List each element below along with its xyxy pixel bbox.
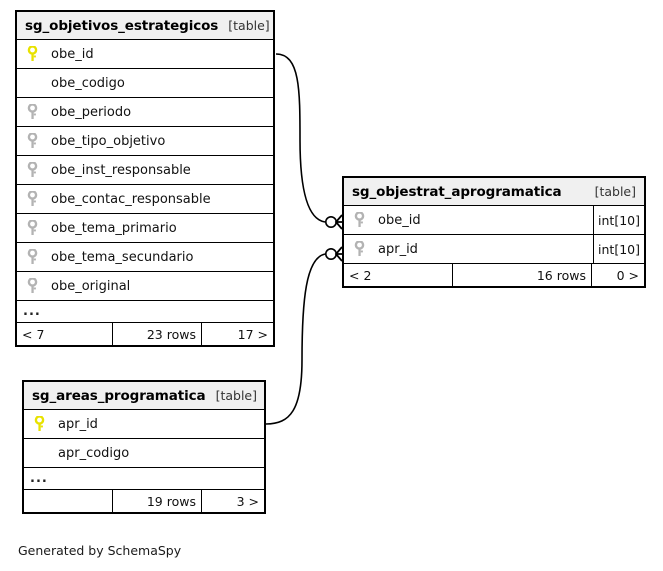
table-kind-label: [table]: [594, 184, 636, 199]
footer-prev-count[interactable]: < 7: [22, 326, 45, 342]
footer-prev-count[interactable]: < 2: [349, 267, 372, 283]
table-header: sg_areas_programatica [table]: [24, 382, 264, 410]
footer-prev-count[interactable]: [24, 490, 112, 512]
foreign-key-icon: [17, 104, 47, 120]
table-row[interactable]: apr_id int[10]: [344, 235, 644, 264]
foreign-key-icon: [17, 191, 47, 207]
table-row[interactable]: obe_id int[10]: [344, 206, 644, 235]
table-columns: obe_id obe_codigo obe_periodo: [17, 40, 273, 301]
table-footer: < 2 16 rows 0 >: [344, 264, 644, 286]
table-footer: < 7 23 rows 17 >: [17, 323, 273, 345]
column-name: obe_id: [51, 46, 94, 62]
column-type: int[10]: [593, 206, 644, 234]
foreign-key-icon: [17, 278, 47, 294]
cardinality-zero-circle: [324, 248, 337, 261]
table-row[interactable]: obe_tema_secundario: [17, 243, 273, 272]
footer-next-count[interactable]: 3 >: [236, 493, 259, 509]
table-header: sg_objetivos_estrategicos [table]: [17, 12, 273, 40]
foreign-key-icon: [344, 212, 374, 228]
foreign-key-icon: [344, 241, 374, 257]
table-row[interactable]: obe_original: [17, 272, 273, 301]
table-row[interactable]: obe_codigo: [17, 69, 273, 98]
foreign-key-icon: [17, 133, 47, 149]
primary-key-icon: [17, 46, 47, 62]
table-title: sg_areas_programatica: [32, 387, 206, 404]
primary-key-icon: [24, 416, 54, 432]
table-row[interactable]: apr_codigo: [24, 439, 264, 468]
table-row[interactable]: obe_tipo_objetivo: [17, 127, 273, 156]
column-type: int[10]: [593, 235, 644, 263]
footer-row-count: 19 rows: [112, 490, 202, 512]
table-sg-areas-programatica[interactable]: sg_areas_programatica [table] apr_id apr…: [22, 380, 266, 514]
column-name: apr_id: [378, 241, 418, 257]
footer-next-count[interactable]: 0 >: [616, 267, 639, 283]
column-name: obe_contac_responsable: [51, 191, 211, 207]
footer-row-count: 16 rows: [452, 264, 592, 286]
table-kind-label: [table]: [215, 388, 257, 403]
foreign-key-icon: [17, 220, 47, 236]
column-name: obe_original: [51, 278, 131, 294]
table-columns: obe_id int[10] apr_id int[10]: [344, 206, 644, 264]
table-header: sg_objestrat_aprogramatica [table]: [344, 178, 644, 206]
foreign-key-icon: [17, 162, 47, 178]
footer-row-count: 23 rows: [112, 323, 202, 345]
column-name: obe_tema_primario: [51, 220, 177, 236]
table-sg-objetivos-estrategicos[interactable]: sg_objetivos_estrategicos [table] obe_id…: [15, 10, 275, 347]
table-title: sg_objestrat_aprogramatica: [352, 183, 562, 200]
cardinality-zero-circle: [324, 216, 337, 229]
column-name: obe_tipo_objetivo: [51, 133, 166, 149]
column-name: apr_id: [58, 416, 98, 432]
relationship-edge-apr-id: [265, 246, 343, 425]
foreign-key-icon: [17, 249, 47, 265]
table-row[interactable]: obe_periodo: [17, 98, 273, 127]
table-row[interactable]: obe_inst_responsable: [17, 156, 273, 185]
column-name: obe_tema_secundario: [51, 249, 194, 265]
table-row[interactable]: apr_id: [24, 410, 264, 439]
table-kind-label: [table]: [228, 18, 270, 33]
table-row[interactable]: obe_contac_responsable: [17, 185, 273, 214]
column-name: obe_codigo: [51, 75, 125, 91]
table-footer: 19 rows 3 >: [24, 490, 264, 512]
more-columns-indicator: ...: [17, 301, 273, 323]
column-name: obe_id: [378, 212, 421, 228]
table-columns: apr_id apr_codigo: [24, 410, 264, 468]
footer-next-count[interactable]: 17 >: [237, 326, 268, 342]
generated-by-caption: Generated by SchemaSpy: [18, 543, 182, 558]
column-name: obe_periodo: [51, 104, 132, 120]
table-row[interactable]: obe_id: [17, 40, 273, 69]
table-title: sg_objetivos_estrategicos: [25, 17, 219, 34]
relationship-edge-obe-id: [275, 53, 343, 230]
more-columns-indicator: ...: [24, 468, 264, 490]
column-name: apr_codigo: [58, 445, 130, 461]
table-row[interactable]: obe_tema_primario: [17, 214, 273, 243]
table-sg-objestrat-aprogramatica[interactable]: sg_objestrat_aprogramatica [table] obe_i…: [342, 176, 646, 288]
column-name: obe_inst_responsable: [51, 162, 191, 178]
